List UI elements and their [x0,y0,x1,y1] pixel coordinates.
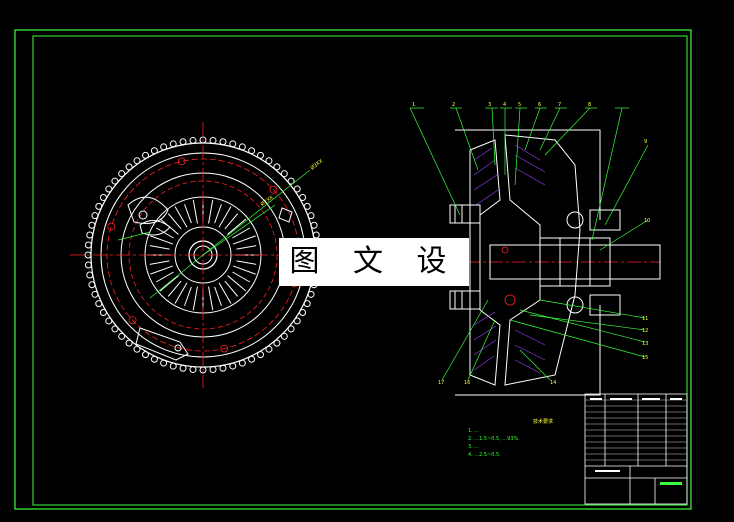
crank-bolts [449,204,481,310]
spring-finger [155,271,174,283]
spring-finger [232,235,256,245]
spring-finger [150,265,174,275]
leader-label-12: 12 [642,328,648,334]
spring-finger [167,213,182,230]
technical-note-3: 3. ... [468,444,480,450]
spring-finger [214,286,222,306]
gear-tooth [111,325,119,333]
leader-label-11: 11 [642,316,648,322]
gear-tooth [280,170,288,178]
clutch-cover [504,134,581,386]
spring-finger [184,286,192,306]
front-dimensions [117,169,311,299]
leader-lines [409,107,649,381]
spring-finger [192,199,198,224]
gear-tooth [118,332,126,340]
leader-label-6: 6 [538,102,541,108]
bolt-hole [177,157,186,166]
gear-tooth [111,177,119,185]
spring-finger [218,282,232,304]
bolt-hole [220,344,229,353]
flywheel-hatch [473,147,499,371]
gear-tooth [125,339,133,347]
technical-notes-title: 技术要求 [532,419,553,425]
spring-finger [224,280,239,297]
spring-finger [150,235,174,245]
gear-tooth [287,177,295,185]
gear-tooth [287,325,295,333]
svg-text:Ø3XX: Ø3XX [309,157,325,171]
bolt-hole [269,185,278,194]
flywheel-section [469,139,501,386]
spring-finger [159,275,179,292]
leader-label-9: 9 [644,139,647,145]
parts-list-rows [585,399,687,461]
spring-finger [232,271,251,283]
spring-finger [174,282,188,304]
technical-note-1: 1. ... [468,428,480,434]
spring-finger [218,206,232,228]
gear-tooth [189,366,197,374]
gear-tooth [209,136,217,144]
title-block-marks [590,398,682,485]
spring-finger [174,206,188,228]
gear-tooth [84,261,92,269]
spring-finger [214,204,222,224]
leader-label-15: 15 [642,355,648,361]
spring-finger [184,204,192,224]
leader-label-1: 1 [412,102,415,108]
release-levers [127,196,293,361]
spring-finger [167,280,182,297]
gear-tooth [125,163,133,171]
outer-frame [14,29,692,510]
spring-finger [208,199,214,224]
spring-finger [227,275,247,292]
technical-note-2: 2. ...1.5~0.5, ...93%. [468,436,520,442]
leader-label-5: 5 [518,102,521,108]
svg-text:Ø2XX: Ø2XX [259,194,275,208]
spring-finger [208,286,214,311]
leader-label-7: 7 [558,102,561,108]
leader-label-17: 17 [438,380,444,386]
cover-hatch [514,144,546,374]
spring-finger [236,260,257,265]
leader-label-14: 14 [550,380,556,386]
gear-tooth [209,366,217,374]
spring-finger [227,218,247,235]
leader-label-10: 10 [644,218,650,224]
bell-housing [455,129,621,396]
gear-tooth [84,241,92,249]
spring-finger [192,286,198,311]
watermark: 图 文 设 计 [279,238,469,327]
spring-finger [149,245,170,250]
input-shaft [489,237,661,287]
technical-notes: 技术要求 1. ... 2. ...1.5~0.5, ...93%. 3. ..… [468,418,618,459]
gear-tooth [189,136,197,144]
spring-finger [232,265,256,275]
leader-label-16: 16 [464,380,470,386]
section-view: 1 2 3 4 5 6 7 8 9 10 11 12 13 15 17 16 1… [409,102,661,396]
leader-label-8: 8 [588,102,591,108]
spring-finger [149,260,170,265]
title-block [584,393,688,505]
bolt-hole [107,222,116,231]
gear-tooth [273,339,281,347]
bearing-circles [501,246,516,306]
spring-finger [236,245,257,250]
gear-tooth [280,332,288,340]
leader-labels: 1 2 3 4 5 6 7 8 9 10 11 12 13 15 17 16 1… [412,102,650,386]
spring-finger [224,213,239,230]
spring-finger [232,227,251,239]
leader-label-3: 3 [488,102,491,108]
spring-finger [155,227,174,239]
leader-label-2: 2 [452,102,455,108]
technical-note-4: 4. ...2.5~0.5. [468,452,501,458]
gear-tooth [273,163,281,171]
gear-tooth [118,170,126,178]
inner-frame [32,35,688,506]
leader-label-4: 4 [503,102,506,108]
leader-label-13: 13 [642,341,648,347]
bolt-hole [128,316,137,325]
